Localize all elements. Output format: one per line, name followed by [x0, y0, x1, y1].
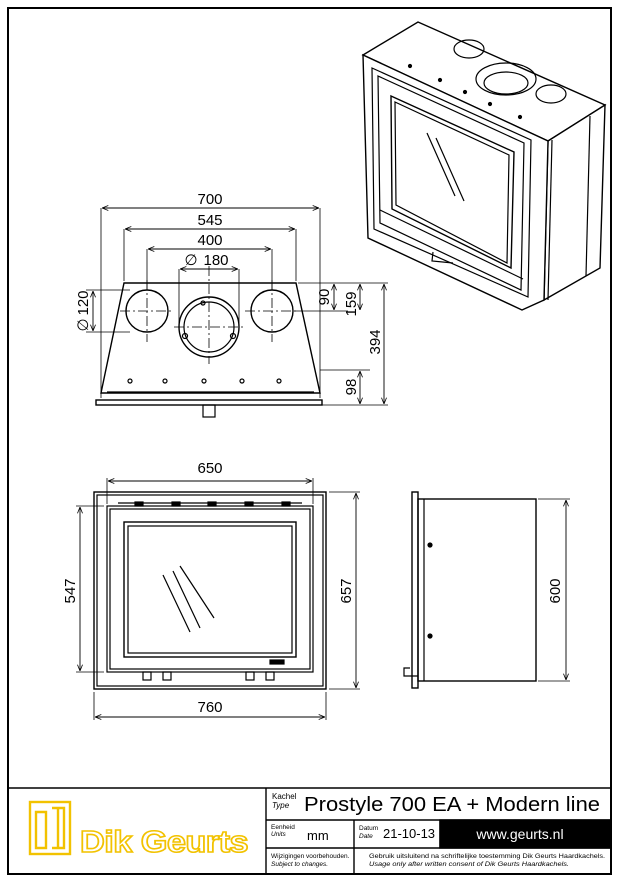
dim-height-547: 547	[62, 578, 79, 603]
units-label: Eenheid	[271, 824, 295, 831]
title-block	[8, 787, 612, 874]
units-value: mm	[307, 828, 329, 843]
dim-width-650: 650	[197, 460, 222, 477]
consent-en: Usage only after written consent of Dik …	[369, 861, 569, 868]
dim-height-394: 394	[367, 329, 384, 354]
dim-height-600: 600	[547, 578, 564, 603]
dik-geurts-logo	[28, 800, 72, 856]
dim-height-90: 90	[316, 289, 333, 306]
dim-width-700: 700	[197, 191, 222, 208]
dim-width-760: 760	[197, 699, 222, 716]
dim-width-545: 545	[197, 212, 222, 229]
drawing-border	[7, 7, 612, 875]
product-name: Prostyle 700 EA + Modern line	[304, 794, 600, 816]
dim-height-98: 98	[343, 379, 360, 396]
dim-height-657: 657	[338, 578, 355, 603]
dim-spacing-400: 400	[197, 232, 222, 249]
dim-diameter-120: 120	[75, 290, 92, 315]
dim-diameter-symbol-180: ∅	[184, 252, 197, 269]
date-label-en: Date	[359, 833, 373, 840]
consent-nl: Gebruik uitsluitend na schriftelijke toe…	[369, 853, 605, 860]
website-link[interactable]: www.geurts.nl	[475, 826, 563, 842]
date-value: 21-10-13	[383, 826, 435, 841]
side-view	[403, 491, 570, 689]
disclaimer-nl: Wijzigingen voorbehouden.	[271, 853, 350, 860]
dim-diameter-180: 180	[203, 252, 228, 269]
isometric-view	[361, 21, 607, 311]
dim-height-159: 159	[343, 291, 360, 316]
top-view	[86, 208, 388, 418]
kachel-label-en: Type	[272, 801, 290, 810]
dim-diameter-symbol-120: ∅	[75, 318, 92, 331]
front-view	[76, 478, 360, 720]
units-label-en: Units	[271, 831, 287, 838]
kachel-label: Kachel	[272, 792, 297, 801]
logo-text: Dik Geurts	[80, 824, 248, 859]
disclaimer-en: Subject to changes.	[271, 861, 328, 868]
date-label: Datum	[359, 825, 378, 832]
